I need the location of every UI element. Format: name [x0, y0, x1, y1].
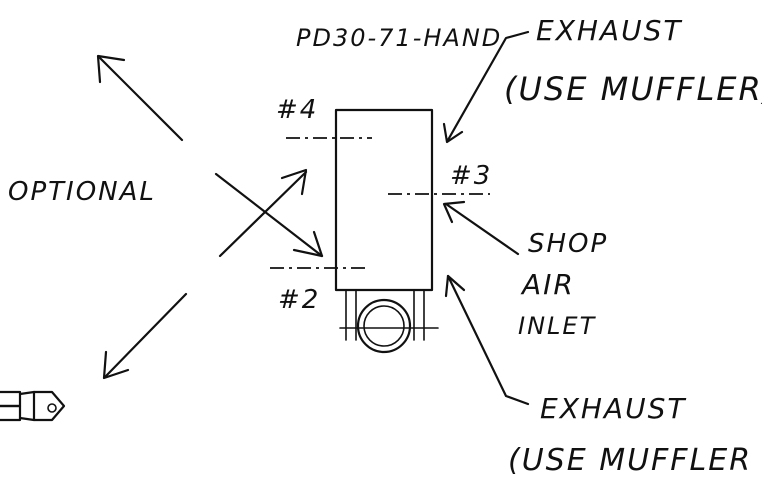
port-4-label: #4	[276, 95, 318, 125]
fitting-icon	[0, 390, 66, 422]
port-2-label: #2	[278, 285, 320, 315]
handle-knob	[339, 289, 439, 354]
exhaust-bottom-muffler-label: (USE MUFFLER	[508, 443, 752, 478]
exhaust-top-arrow	[442, 30, 530, 144]
exhaust-top-label: EXHAUST	[536, 14, 682, 47]
optional-label: OPTIONAL	[8, 177, 156, 207]
to-port-4-arrow	[218, 168, 308, 258]
exhaust-bottom-arrow	[444, 274, 530, 406]
shop-air-label-2: AIR	[520, 268, 575, 301]
shop-air-label-3: INLET	[518, 312, 597, 340]
exhaust-bottom-label: EXHAUST	[540, 392, 686, 425]
to-port-2-arrow	[214, 172, 324, 258]
port-3-label: #3	[450, 161, 492, 191]
optional-lower-left-arrow	[102, 292, 188, 380]
shop-air-arrow	[442, 200, 520, 256]
optional-upper-left-arrow	[96, 54, 184, 142]
valve-body	[334, 108, 434, 292]
shop-air-label-1: SHOP	[528, 229, 608, 259]
model-label: PD30-71-HAND	[296, 24, 502, 52]
exhaust-top-muffler-label: (USE MUFFLER)	[504, 70, 762, 108]
